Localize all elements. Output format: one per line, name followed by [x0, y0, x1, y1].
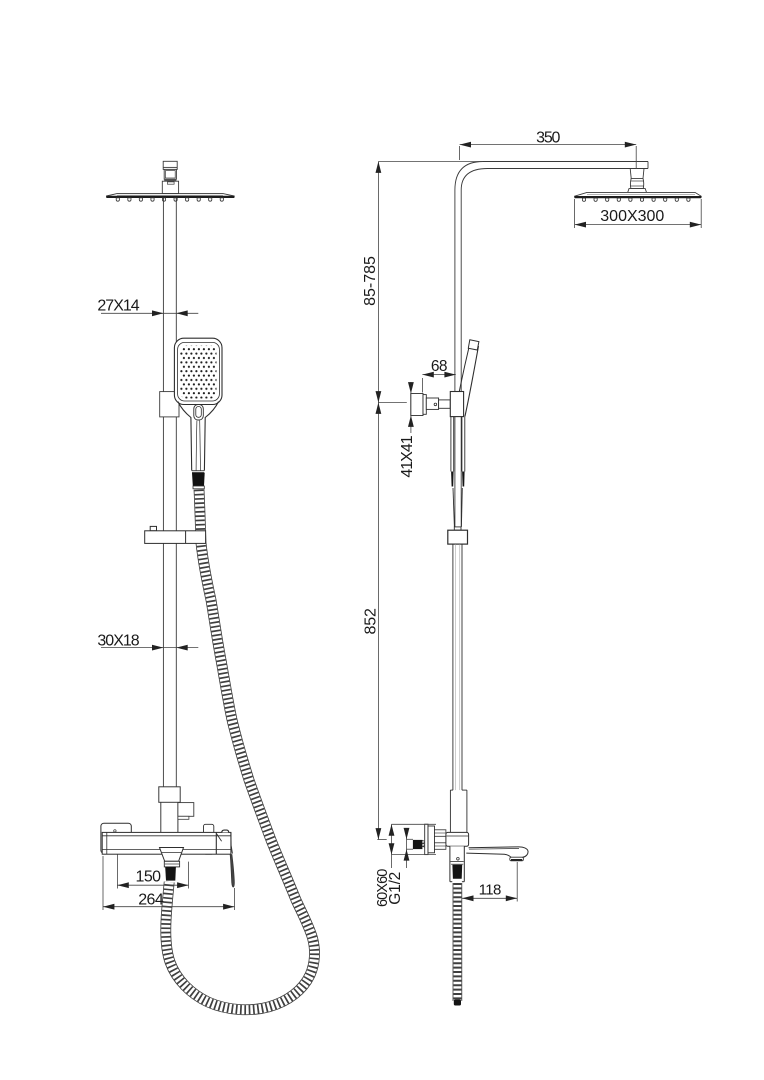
- svg-text:852: 852: [363, 608, 380, 634]
- svg-text:118: 118: [479, 882, 501, 899]
- svg-text:300X300: 300X300: [600, 208, 664, 225]
- svg-text:68: 68: [431, 358, 447, 375]
- svg-text:27X14: 27X14: [97, 297, 139, 314]
- svg-text:264: 264: [138, 892, 164, 909]
- svg-text:150: 150: [136, 868, 162, 885]
- svg-text:30X18: 30X18: [97, 633, 139, 650]
- svg-text:85-785: 85-785: [362, 256, 379, 306]
- svg-text:350: 350: [536, 130, 560, 147]
- svg-text:G1/2: G1/2: [387, 872, 404, 905]
- svg-text:60X60: 60X60: [375, 869, 391, 907]
- svg-text:41X41: 41X41: [399, 435, 416, 477]
